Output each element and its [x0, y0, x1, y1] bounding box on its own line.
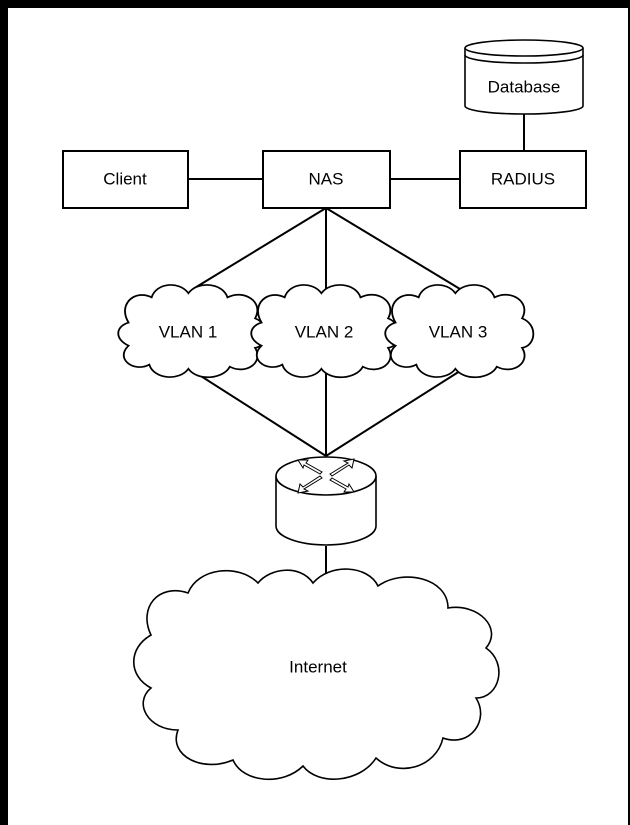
router-arrows-icon: [297, 458, 355, 494]
database-cylinder-body: [464, 48, 584, 115]
network-diagram: Client NAS RADIUS Database VLAN 1 VLAN 2…: [62, 39, 587, 780]
connections: [188, 114, 525, 586]
diagram-canvas: Client NAS RADIUS Database VLAN 1 VLAN 2…: [8, 8, 628, 825]
vlan2-label: VLAN 2: [295, 322, 354, 341]
router-node: [275, 456, 377, 546]
database-cylinder-ring: [464, 54, 584, 64]
edge-nas-vlan3: [325, 207, 461, 290]
vlan3-label: VLAN 3: [429, 322, 488, 341]
vlan2-node: VLAN 2: [250, 284, 401, 379]
vlan2-cloud: [250, 284, 401, 379]
internet-node: Internet: [133, 568, 500, 780]
client-node: Client: [62, 150, 189, 209]
router-top: [275, 456, 377, 496]
nas-node: NAS: [262, 150, 391, 209]
vlan3-cloud: [384, 284, 535, 379]
database-label: Database: [488, 77, 561, 96]
vlan1-node: VLAN 1: [117, 284, 268, 379]
radius-box: [459, 150, 587, 209]
internet-cloud: [133, 568, 500, 780]
edge-vlan3-router: [325, 370, 461, 457]
radius-node: RADIUS: [459, 150, 587, 209]
vlan3-node: VLAN 3: [384, 284, 535, 379]
edge-vlan1-router: [192, 370, 327, 457]
vlan1-label: VLAN 1: [159, 322, 218, 341]
client-label: Client: [103, 169, 147, 188]
database-cylinder-top: [464, 39, 584, 57]
client-box: [62, 150, 189, 209]
nas-box: [262, 150, 391, 209]
vlan1-cloud: [117, 284, 268, 379]
nas-label: NAS: [309, 169, 344, 188]
internet-label: Internet: [289, 657, 347, 676]
database-node: Database: [464, 39, 584, 115]
radius-label: RADIUS: [491, 169, 555, 188]
edge-nas-vlan1: [192, 207, 327, 290]
